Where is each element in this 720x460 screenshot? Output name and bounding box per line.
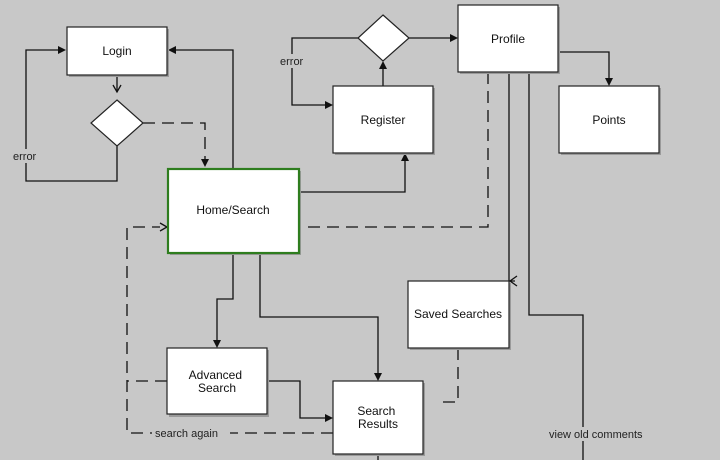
arrow-into-register bbox=[401, 153, 409, 161]
decision-login bbox=[90, 99, 144, 147]
edge-home-to-results bbox=[259, 253, 379, 373]
node-search-results-line2: Results bbox=[358, 417, 398, 431]
node-saved-searches-label: Saved Searches bbox=[414, 307, 502, 321]
arrow-into-points bbox=[605, 78, 613, 86]
node-home-search[interactable] bbox=[166, 167, 301, 255]
edge-saved-to-results bbox=[440, 348, 459, 403]
arrow-into-register-left bbox=[325, 101, 333, 109]
node-advanced-search-line2: Search bbox=[198, 381, 236, 395]
node-search-results-line1: Search bbox=[357, 404, 395, 418]
arrow-into-advanced bbox=[213, 340, 221, 348]
node-advanced-search-line1: Advanced bbox=[189, 368, 242, 382]
edge-login-error-loop bbox=[25, 49, 118, 182]
edge-home-to-register bbox=[299, 161, 406, 193]
edge-profile-to-points bbox=[559, 51, 610, 78]
node-profile[interactable] bbox=[457, 4, 559, 73]
edge-profile-to-saved bbox=[508, 72, 515, 282]
edge-decision-to-home bbox=[143, 122, 206, 160]
arrow-login-decision bbox=[112, 84, 122, 94]
node-register[interactable] bbox=[332, 85, 434, 154]
arrow-into-home-top bbox=[201, 159, 209, 167]
arrow-into-decision2 bbox=[379, 61, 387, 69]
arrow-into-login bbox=[58, 46, 66, 54]
edge-label-search-again: search again bbox=[155, 428, 218, 440]
edge-profile-to-comments bbox=[528, 72, 584, 460]
arrow-into-login-right bbox=[168, 46, 176, 54]
arrow-into-profile bbox=[450, 34, 458, 42]
node-search-results[interactable] bbox=[332, 380, 424, 455]
edge-home-to-login bbox=[176, 49, 234, 168]
node-profile-label: Profile bbox=[491, 32, 525, 46]
arrow-into-home-left bbox=[159, 222, 169, 232]
decision-register bbox=[357, 14, 410, 62]
edge-profile-to-home bbox=[300, 72, 489, 228]
edge-register-error-loop bbox=[291, 37, 358, 106]
arrow-into-results-left bbox=[325, 414, 333, 422]
node-login[interactable] bbox=[66, 26, 168, 76]
node-advanced-search-label: Advanced Search bbox=[189, 368, 246, 395]
node-login-label: Login bbox=[102, 44, 131, 58]
node-points-label: Points bbox=[592, 113, 625, 127]
edge-home-to-advanced bbox=[216, 253, 234, 340]
edge-label-register-error: error bbox=[280, 56, 304, 68]
arrow-into-results-top bbox=[374, 373, 382, 381]
node-home-search-label: Home/Search bbox=[196, 203, 269, 217]
node-points[interactable] bbox=[558, 85, 660, 154]
node-search-results-label: Search Results bbox=[357, 404, 398, 431]
edge-label-view-old-comments: view old comments bbox=[549, 429, 643, 441]
node-register-label: Register bbox=[361, 113, 406, 127]
node-saved-searches[interactable] bbox=[407, 280, 510, 349]
node-advanced-search[interactable] bbox=[166, 347, 268, 415]
edge-label-login-error: error bbox=[13, 151, 37, 163]
arrow-into-saved bbox=[508, 275, 518, 287]
edge-advanced-to-results bbox=[268, 380, 326, 419]
